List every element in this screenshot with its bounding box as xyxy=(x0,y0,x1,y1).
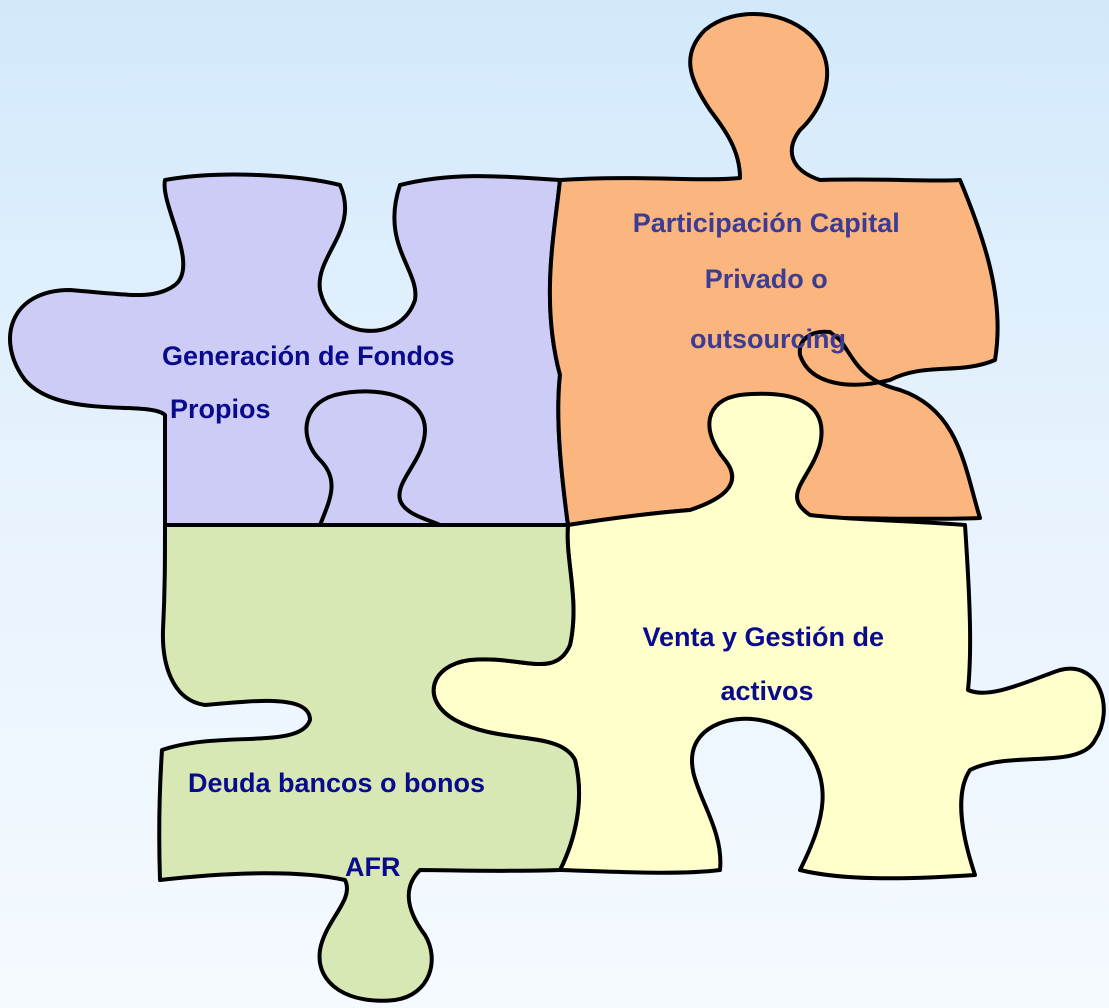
puzzle-knob-fondos xyxy=(304,389,442,527)
label-capital-line-2: Privado o xyxy=(705,264,828,294)
label-activos-line-2: activos xyxy=(720,676,813,706)
label-deuda: Deuda bancos o bonos AFR xyxy=(188,768,493,882)
label-fondos: Generación de Fondos Propios xyxy=(162,341,462,424)
label-deuda-line-1: Deuda bancos o bonos xyxy=(188,768,485,798)
label-activos-line-1: Venta y Gestión de xyxy=(642,622,884,652)
label-deuda-line-2: AFR xyxy=(345,852,401,882)
label-fondos-line-2: Propios xyxy=(170,394,271,424)
label-fondos-line-1: Generación de Fondos xyxy=(162,341,455,371)
label-capital-line-1: Participación Capital xyxy=(633,208,900,238)
label-capital-line-3: outsourcing xyxy=(690,324,846,354)
label-activos: Venta y Gestión de activos xyxy=(642,622,891,706)
puzzle-piece-deuda xyxy=(157,523,582,1003)
label-capital: Participación Capital Privado o outsourc… xyxy=(633,208,908,354)
